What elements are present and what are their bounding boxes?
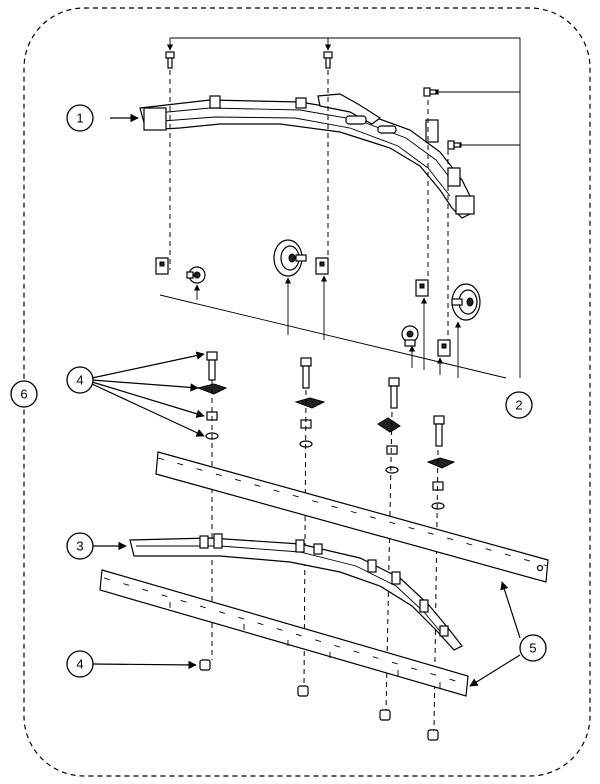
svg-text:4: 4 bbox=[76, 373, 83, 388]
svg-text:1: 1 bbox=[76, 111, 83, 126]
bolt-lever-sets bbox=[196, 351, 456, 731]
center-rail bbox=[129, 533, 463, 651]
svg-text:4: 4 bbox=[76, 657, 83, 672]
lower-strip bbox=[99, 569, 469, 697]
callout-6: 6 bbox=[10, 380, 38, 408]
callout-3: 3 bbox=[66, 532, 94, 560]
callout-5-leaders bbox=[469, 581, 521, 687]
bolt-set bbox=[377, 377, 401, 713]
screw bbox=[323, 51, 333, 69]
svg-text:6: 6 bbox=[20, 387, 27, 402]
top-screws bbox=[165, 51, 461, 150]
bolt-set bbox=[426, 415, 456, 731]
screw bbox=[423, 87, 437, 97]
screw-leader-lines bbox=[166, 37, 521, 399]
svg-text:2: 2 bbox=[515, 398, 522, 413]
assembly-lines-upper bbox=[169, 70, 449, 340]
upper-strip bbox=[155, 451, 549, 583]
bolt-set bbox=[294, 357, 326, 689]
callout-4-upper: 4 bbox=[66, 366, 94, 394]
svg-text:3: 3 bbox=[76, 539, 83, 554]
upper-housing bbox=[139, 93, 475, 219]
screw bbox=[447, 140, 461, 150]
svg-text:5: 5 bbox=[529, 641, 536, 656]
bottom-nuts bbox=[199, 659, 439, 741]
bolt-set bbox=[196, 351, 228, 660]
callout-4-leaders bbox=[91, 351, 205, 437]
callout-5: 5 bbox=[519, 634, 547, 662]
callout-2: 2 bbox=[505, 391, 533, 419]
clip-leader-lines bbox=[159, 275, 507, 379]
screw bbox=[165, 51, 175, 69]
callout-4-lower: 4 bbox=[66, 650, 94, 678]
callout-1: 1 bbox=[66, 104, 94, 132]
clips-and-pulleys bbox=[155, 239, 481, 357]
